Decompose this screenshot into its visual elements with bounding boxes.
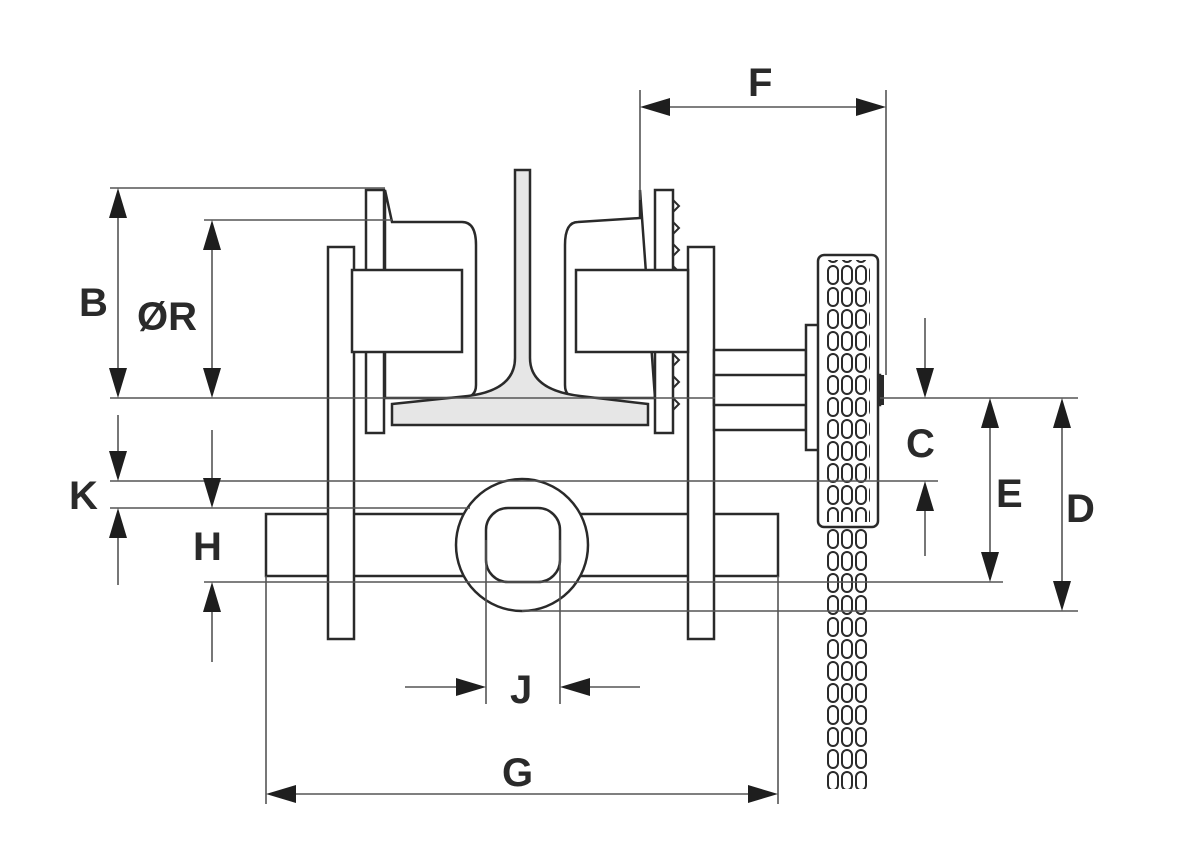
label-h: H <box>193 525 222 569</box>
hand-chain <box>826 527 868 789</box>
label-r: ØR <box>137 295 197 339</box>
label-e: E <box>996 472 1023 516</box>
shaft-end <box>876 375 884 405</box>
label-k: K <box>69 474 98 518</box>
suspension-hole <box>484 506 562 584</box>
dimension-lines <box>109 90 1078 804</box>
wheel-left-axle <box>350 268 464 354</box>
label-f: F <box>748 61 772 105</box>
label-j: J <box>510 668 532 712</box>
label-d: D <box>1066 487 1095 531</box>
wheel-right-axle <box>574 268 690 354</box>
label-g: G <box>502 751 533 795</box>
side-plate-right <box>686 245 716 641</box>
i-beam <box>390 168 650 427</box>
label-b: B <box>79 281 108 325</box>
side-plate-left <box>326 245 356 641</box>
label-c: C <box>906 422 935 466</box>
trolley-drawing <box>264 168 884 789</box>
chain-on-wheel <box>826 260 870 522</box>
